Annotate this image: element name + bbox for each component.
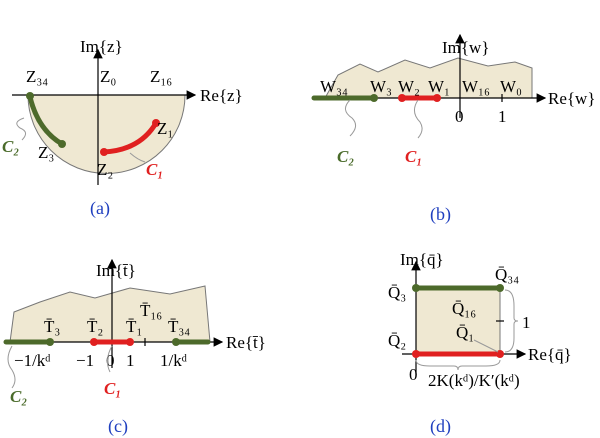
label-t34: T̄₃₄ <box>168 317 190 336</box>
rectangle-region <box>415 287 501 355</box>
width-brace <box>415 359 501 371</box>
im-q-label: Im{q̄} <box>400 250 444 269</box>
label-zero: 0 <box>455 107 464 126</box>
label-one: 1 <box>126 351 135 370</box>
caption-d: (d) <box>430 416 451 437</box>
c1-leader <box>414 99 423 139</box>
label-q1: Q̄₁ <box>456 323 474 342</box>
panel-c: Im{t̄} Re{t̄} T̄₃ T̄₂ T̄₁ T̄₁₆ T̄₃₄ −1/k… <box>3 258 266 437</box>
label-minus-inv-kd: −1/kᵈ <box>14 351 51 370</box>
panel-d: Im{q̄} Re{q̄} Q̄₃ Q̄₃₄ Q̄₁₆ Q̄₁ Q̄₂ 0 1 … <box>388 250 572 437</box>
label-inv-kd: 1/kᵈ <box>160 351 187 370</box>
c1-leader <box>106 345 113 373</box>
label-c1: C₁ <box>405 147 422 166</box>
c1-leader <box>129 152 146 163</box>
label-w0: W₀ <box>500 77 522 96</box>
label-z2: Z₂ <box>97 160 113 179</box>
re-z-label: Re{z} <box>200 86 243 105</box>
upper-half-plane-region <box>324 57 533 99</box>
label-z16: Z₁₆ <box>150 67 172 86</box>
label-t1: T̄₁ <box>126 317 142 336</box>
height-brace <box>504 289 519 353</box>
re-q-label: Re{q̄} <box>528 345 572 364</box>
label-z0: Z₀ <box>100 67 116 86</box>
label-q34: Q̄₃₄ <box>495 265 519 284</box>
label-z34: Z₃₄ <box>26 67 48 86</box>
c2-leader <box>345 99 356 137</box>
label-w3: W₃ <box>370 77 392 96</box>
label-minus-one: −1 <box>76 351 94 370</box>
c2-leader <box>16 117 26 141</box>
im-t-label: Im{t̄} <box>96 261 136 280</box>
re-w-label: Re{w} <box>548 89 595 108</box>
caption-a: (a) <box>90 198 110 219</box>
label-q3: Q̄₃ <box>388 283 406 302</box>
label-q2: Q̄₂ <box>388 331 406 350</box>
label-one: 1 <box>522 313 531 332</box>
point-q2 <box>412 350 420 358</box>
point-w3 <box>370 94 378 102</box>
point-z1 <box>152 119 160 127</box>
point-t34 <box>172 338 180 346</box>
im-w-label: Im{w} <box>442 38 489 57</box>
point-z34 <box>26 92 34 100</box>
label-zero: 0 <box>106 351 115 370</box>
label-c1: C₁ <box>146 160 163 179</box>
label-c1: C₁ <box>104 379 121 398</box>
label-z3: Z₃ <box>38 143 54 162</box>
label-t2: T̄₂ <box>87 317 103 336</box>
label-t3: T̄₃ <box>44 317 60 336</box>
point-z3 <box>58 140 66 148</box>
point-q34 <box>496 284 504 292</box>
label-w1: W₁ <box>428 77 450 96</box>
label-one: 1 <box>498 107 507 126</box>
point-w1 <box>433 94 441 102</box>
label-q16: Q̄₁₆ <box>452 299 476 318</box>
point-z2 <box>100 148 108 156</box>
label-zero: 0 <box>409 365 418 384</box>
curve-c2 <box>27 94 65 147</box>
panel-b: Im{w} Re{w} W₃₄ W₃ W₂ W₁ W₁₆ W₀ 0 1 C₂ C… <box>311 33 595 225</box>
point-t3 <box>46 338 54 346</box>
caption-b: (b) <box>430 204 451 225</box>
re-t-label: Re{t̄} <box>226 333 266 352</box>
label-c2: C₂ <box>2 137 19 156</box>
label-z1: Z₁ <box>157 119 173 138</box>
label-w34: W₃₄ <box>320 77 348 96</box>
label-c2: C₂ <box>10 387 27 406</box>
point-w2 <box>398 94 406 102</box>
panel-a: Im{z} Re{z} Z₃₄ Z₀ Z₁₆ Z₁ Z₂ Z₃ C₂ C₁ (a… <box>2 37 243 219</box>
im-z-label: Im{z} <box>80 37 123 56</box>
point-q3 <box>412 284 420 292</box>
c2-leader <box>7 345 16 389</box>
label-t16: T̄₁₆ <box>140 301 162 320</box>
label-w16: W₁₆ <box>462 77 490 96</box>
point-t1 <box>126 338 134 346</box>
point-t2 <box>90 338 98 346</box>
curve-c1 <box>101 120 159 155</box>
q1-leader <box>473 339 499 353</box>
half-disk-region <box>27 94 186 174</box>
caption-c: (c) <box>108 416 128 437</box>
label-w2: W₂ <box>398 77 420 96</box>
label-width: 2K(kᵈ)/K′(kᵈ) <box>428 371 520 390</box>
label-c2: C₂ <box>337 147 354 166</box>
